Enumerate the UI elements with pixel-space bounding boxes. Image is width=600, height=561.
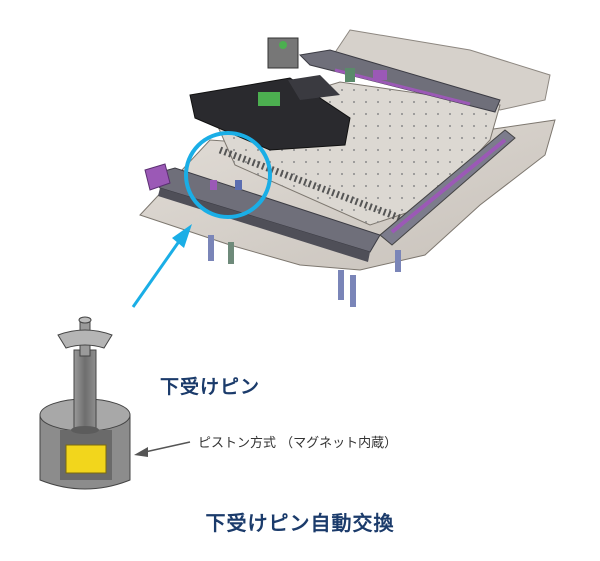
diagram-title: 下受けピン自動交換 bbox=[205, 511, 395, 535]
side-rail bbox=[379, 129, 516, 246]
support-pin-illustration bbox=[39, 316, 131, 490]
pin-row bbox=[218, 146, 402, 222]
piston-note-label: ピストン方式 （マグネット内蔵） bbox=[198, 436, 398, 451]
pin-name-label: 下受けピン bbox=[160, 376, 261, 398]
legs bbox=[208, 235, 401, 307]
front-motor bbox=[144, 163, 242, 191]
back-motor bbox=[267, 37, 387, 82]
back-rail bbox=[298, 49, 501, 113]
callout-arrow-icon bbox=[131, 224, 192, 308]
pointer-arrow-icon bbox=[134, 441, 191, 457]
head-unit bbox=[189, 75, 351, 151]
highlight-circle-icon bbox=[184, 131, 272, 219]
